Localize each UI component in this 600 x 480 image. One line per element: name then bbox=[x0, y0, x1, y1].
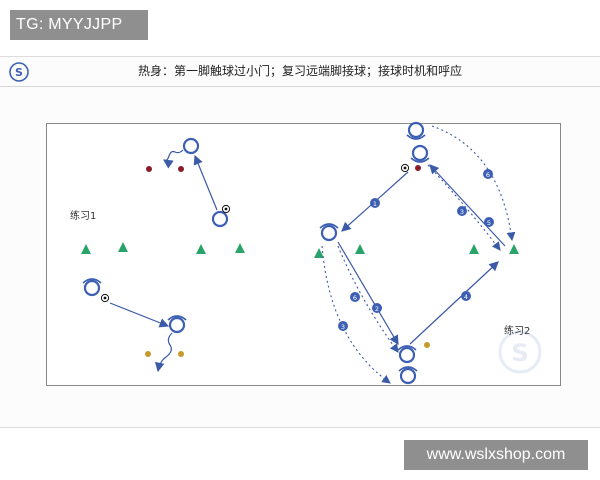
dribble-path bbox=[154, 332, 173, 373]
cone bbox=[509, 244, 519, 254]
ball-icon bbox=[100, 293, 110, 303]
training-pitch bbox=[46, 123, 561, 386]
svg-text:1: 1 bbox=[373, 200, 377, 208]
pass-arrow bbox=[337, 241, 399, 346]
player-icon bbox=[82, 278, 102, 297]
telegram-watermark-badge: TG: MYYJJPP bbox=[10, 10, 148, 40]
svg-text:3: 3 bbox=[460, 208, 464, 216]
svg-text:6: 6 bbox=[353, 294, 357, 302]
yellow-marker bbox=[145, 351, 151, 357]
cone bbox=[355, 244, 365, 254]
pass-arrow bbox=[409, 261, 499, 345]
run-path bbox=[431, 125, 516, 242]
cone bbox=[469, 244, 479, 254]
player-icon bbox=[397, 345, 417, 364]
run-path bbox=[321, 245, 391, 384]
player-icon bbox=[410, 144, 430, 163]
yellow-marker bbox=[424, 342, 430, 348]
svg-text:4: 4 bbox=[464, 293, 468, 301]
svg-text:S: S bbox=[15, 66, 23, 79]
club-logo-icon: S bbox=[9, 62, 29, 82]
run-path bbox=[427, 164, 501, 251]
player-icon bbox=[167, 315, 187, 334]
step-badge: 3 bbox=[338, 321, 348, 331]
site-url-watermark-badge: www.wslxshop.com bbox=[404, 440, 588, 470]
faint-logo-watermark-icon: S bbox=[498, 330, 542, 374]
exercise-2-label: 练习2 bbox=[504, 324, 530, 337]
ball-icon bbox=[400, 163, 410, 173]
player-icon bbox=[211, 210, 229, 228]
exercise-1-label: 练习1 bbox=[70, 209, 96, 222]
step-badge: 6 bbox=[350, 292, 360, 302]
cone bbox=[118, 242, 128, 252]
step-badge: 6 bbox=[483, 169, 493, 179]
cone bbox=[81, 244, 91, 254]
step-badge: 4 bbox=[461, 291, 471, 301]
cone-group-left bbox=[81, 242, 245, 254]
red-marker bbox=[178, 166, 184, 172]
svg-text:6: 6 bbox=[486, 171, 490, 179]
step-badge: 2 bbox=[372, 303, 382, 313]
ball-icon bbox=[221, 204, 231, 214]
drill-title: 热身：第一脚触球过小门；复习远端脚接球；接球时机和呼应 bbox=[137, 64, 462, 78]
red-marker bbox=[146, 166, 152, 172]
step-badge: 3 bbox=[457, 206, 467, 216]
player-icon bbox=[406, 121, 426, 140]
pass-arrow bbox=[109, 302, 170, 328]
run-path bbox=[337, 245, 399, 353]
pass-arrow bbox=[193, 154, 218, 211]
cone bbox=[314, 248, 324, 258]
cone-group-right bbox=[314, 244, 519, 258]
cone bbox=[235, 243, 245, 253]
svg-text:5: 5 bbox=[487, 219, 491, 227]
pass-arrow bbox=[429, 164, 506, 247]
cone bbox=[196, 244, 206, 254]
step-badge: 1 bbox=[370, 198, 380, 208]
player-icon bbox=[182, 137, 200, 155]
yellow-marker bbox=[178, 351, 184, 357]
svg-text:S: S bbox=[511, 339, 528, 367]
red-marker bbox=[415, 165, 421, 171]
svg-text:2: 2 bbox=[375, 305, 379, 313]
header-divider bbox=[0, 86, 600, 87]
player-icon bbox=[319, 223, 339, 242]
step-badge: 5 bbox=[484, 217, 494, 227]
svg-text:3: 3 bbox=[341, 323, 345, 331]
dribble-path bbox=[163, 149, 184, 169]
player-icon bbox=[398, 366, 418, 385]
